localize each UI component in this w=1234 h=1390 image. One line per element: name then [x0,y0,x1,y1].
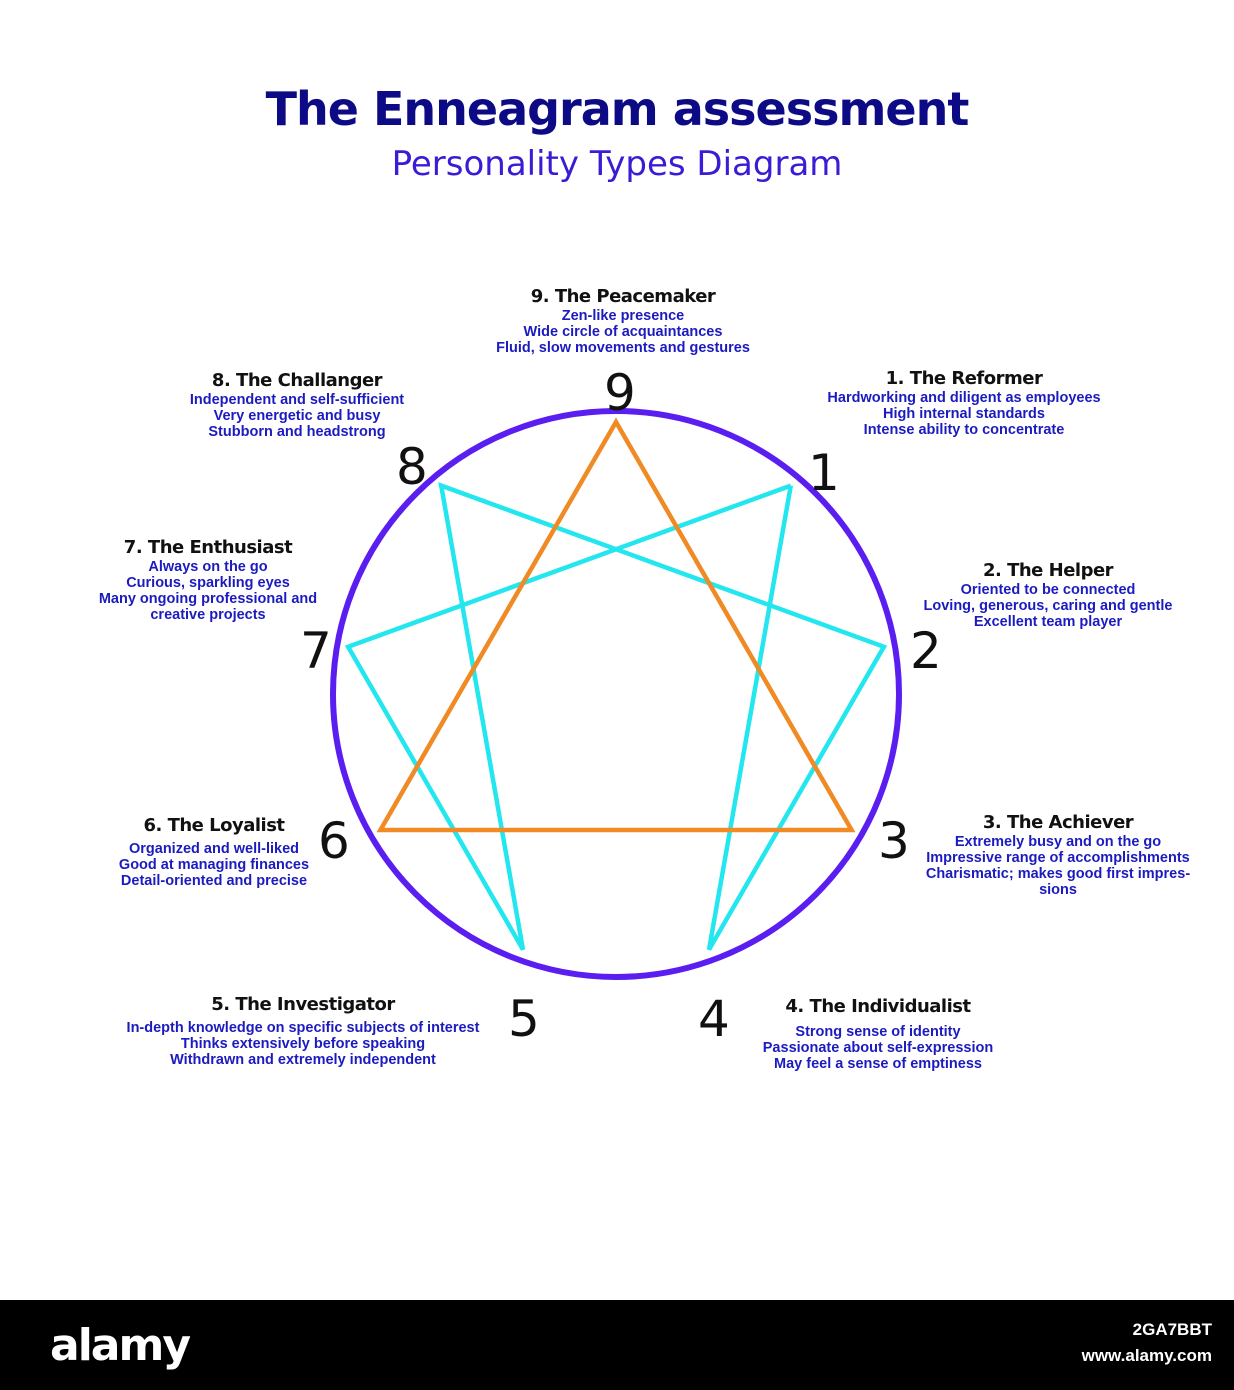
type-3-line: Charismatic; makes good first impres- [925,866,1191,882]
enneagram-circle [330,408,902,980]
type-3-line: Impressive range of accomplishments [926,850,1190,866]
type-7-line: creative projects [150,607,266,623]
type-6-block: 6. The Loyalist Organized and well-liked… [34,815,394,889]
type-4-line: May feel a sense of emptiness [774,1056,982,1072]
type-7-block: 7. The Enthusiast Always on the go Curio… [28,537,388,623]
type-9-line: Zen-like presence [561,308,685,324]
type-3-line: sions [1039,882,1077,898]
point-number-5: 5 [508,990,540,1048]
site-url: www.alamy.com [1081,1346,1212,1365]
type-7-name: 7. The Enthusiast [123,537,293,558]
type-4-line: Strong sense of identity [795,1024,961,1040]
type-4-name: 4. The Individualist [785,996,971,1017]
point-number-8: 8 [396,438,428,496]
type-8-block: 8. The Challanger Independent and self-s… [117,370,477,440]
type-4-block: 4. The Individualist Strong sense of ide… [698,996,1058,1072]
type-5-line: Thinks extensively before speaking [180,1036,426,1052]
type-2-line: Loving, generous, caring and gentle [923,598,1173,614]
type-9-line: Wide circle of acquaintances [523,324,723,340]
hexad-path [344,482,888,951]
type-3-line: Extremely busy and on the go [954,834,1162,850]
type-7-line: Always on the go [148,559,268,575]
type-9-line: Fluid, slow movements and gestures [496,340,750,356]
type-6-line: Detail-oriented and precise [120,873,308,889]
type-7-line: Many ongoing professional and [98,591,318,607]
type-1-block: 1. The Reformer Hardworking and diligent… [784,368,1144,438]
type-2-line: Oriented to be connected [960,582,1136,598]
point-number-9: 9 [604,364,636,422]
type-5-line: Withdrawn and extremely independent [170,1052,436,1068]
type-5-line: In-depth knowledge on specific subjects … [126,1020,480,1036]
type-5-block: 5. The Investigator In-depth knowledge o… [123,994,483,1068]
type-8-line: Independent and self-sufficient [189,392,405,408]
type-4-line: Passionate about self-expression [762,1040,994,1056]
diagram-title: The Enneagram assessment [265,82,970,136]
type-6-line: Organized and well-liked [128,841,299,857]
type-1-line: High internal standards [883,406,1045,422]
type-3-name: 3. The Achiever [982,812,1134,833]
point-number-7: 7 [300,622,332,680]
type-6-line: Good at managing finances [118,857,310,873]
type-5-name: 5. The Investigator [211,994,395,1015]
point-number-2: 2 [910,622,942,680]
point-number-6: 6 [318,812,350,870]
type-6-name: 6. The Loyalist [143,815,285,836]
image-id: 2GA7BBT [1132,1320,1212,1339]
enneagram-diagram [330,408,902,980]
type-8-line: Very energetic and busy [213,408,381,424]
type-8-line: Stubborn and headstrong [208,424,386,440]
type-2-line: Excellent team player [973,614,1123,630]
point-number-4: 4 [698,990,730,1048]
type-3-block: 3. The Achiever Extremely busy and on th… [878,812,1234,898]
type-9-name: 9. The Peacemaker [530,286,716,307]
type-1-line: Intense ability to concentrate [863,422,1065,438]
type-9-block: 9. The Peacemaker Zen-like presence Wide… [443,286,803,356]
brand-logo: alamy [50,1320,191,1371]
type-8-name: 8. The Challanger [211,370,383,391]
type-1-name: 1. The Reformer [885,368,1043,389]
footer-bar: alamy 2GA7BBT www.alamy.com [0,1300,1234,1390]
type-2-name: 2. The Helper [982,560,1114,581]
type-1-line: Hardworking and diligent as employees [827,390,1101,406]
type-7-line: Curious, sparkling eyes [126,575,290,591]
point-number-3: 3 [878,812,910,870]
diagram-subtitle: Personality Types Diagram [391,144,843,184]
inner-triangle [376,417,856,833]
point-number-1: 1 [808,444,840,502]
type-2-block: 2. The Helper Oriented to be connected L… [868,560,1228,630]
